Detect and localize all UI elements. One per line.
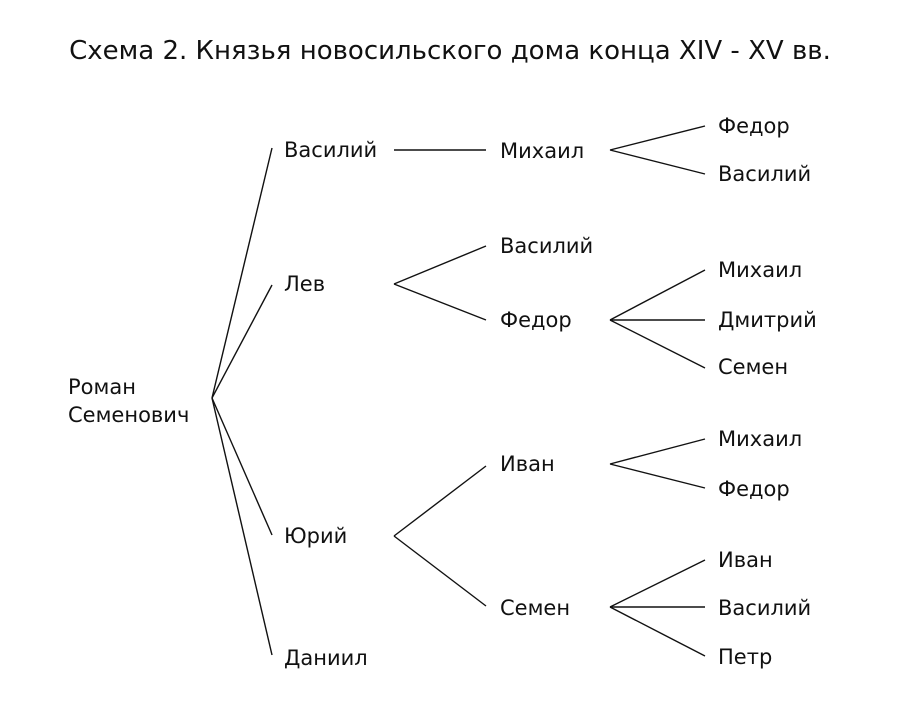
node-mikhail-fedor: Федор [718,114,790,138]
node-ivan-fedor: Федор [718,477,790,501]
edge-mikhail-fedor [609,125,706,151]
node-root-roman-semenovich: Роман Семенович [68,373,189,429]
edge-yuriy-ivan [393,465,487,537]
diagram-title: Схема 2. Князья новосильского дома конца… [69,36,831,66]
node-yuriy-semen: Семен [500,596,571,620]
node-fedor-mikhail: Михаил [718,258,803,282]
edge-mikhail-vasiliy [609,149,706,175]
node-lev-fedor: Федор [500,308,572,332]
edge-semen-petr [609,606,706,657]
node-ivan-mikhail: Михаил [718,427,803,451]
node-semen-vasiliy: Василий [718,596,812,620]
edge-fedor-mikhail [609,269,706,321]
edge-root-yuriy [211,397,273,536]
edge-yuriy-semen [393,535,487,607]
node-daniil: Даниил [284,646,368,670]
node-semen-petr: Петр [718,645,773,669]
edge-lev-fedor [393,283,487,321]
node-root-line2: Семенович [68,403,190,427]
node-yuriy-ivan: Иван [500,452,555,476]
edge-root-daniil [211,397,273,656]
edge-lev-vasiliy [393,245,487,285]
node-fedor-semen: Семен [718,355,789,379]
edge-fedor-semen [609,319,706,369]
node-lev: Лев [284,272,326,296]
node-root-line1: Роман [68,375,136,399]
edge-ivan-fedor [609,463,706,489]
node-yuriy: Юрий [284,524,348,548]
edge-root-vasiliy [211,147,273,399]
node-vasiliy-mikhail: Михаил [500,139,585,163]
node-lev-vasiliy: Василий [500,234,594,258]
node-mikhail-vasiliy: Василий [718,162,812,186]
node-vasiliy: Василий [284,138,378,162]
node-semen-ivan: Иван [718,548,773,572]
edge-ivan-mikhail [609,438,706,465]
node-fedor-dmitriy: Дмитрий [718,308,817,332]
edge-semen-ivan [609,559,706,608]
edge-root-lev [211,284,273,399]
